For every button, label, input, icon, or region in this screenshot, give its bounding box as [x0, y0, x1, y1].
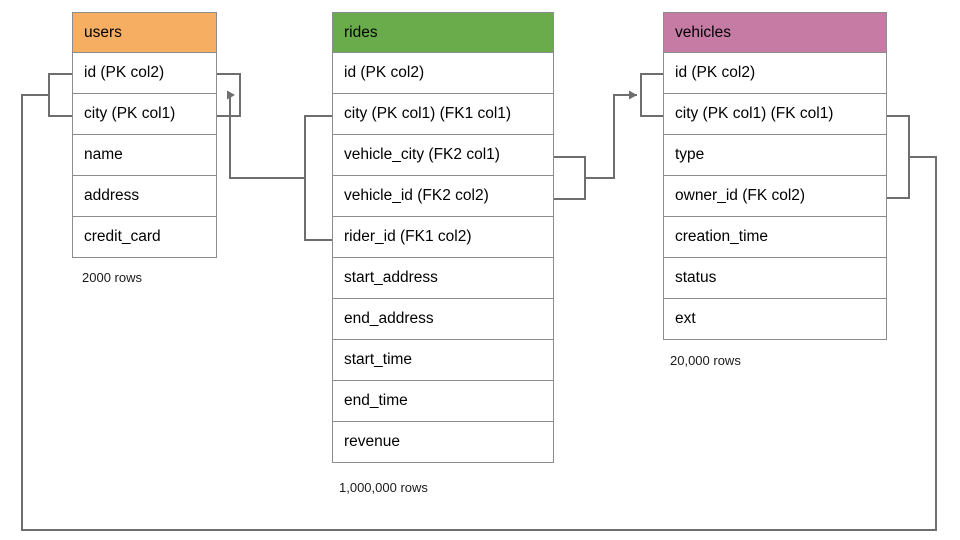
- entity-users-column-name[interactable]: name: [72, 135, 217, 176]
- entity-rides-column-end-address[interactable]: end_address: [332, 299, 554, 340]
- connector-rides-to-vehicles: [554, 73, 663, 200]
- entity-rides[interactable]: rides id (PK col2) city (PK col1) (FK1 c…: [332, 12, 554, 463]
- entity-rides-column-vehicle-id[interactable]: vehicle_id (FK2 col2): [332, 176, 554, 217]
- entity-rides-column-city[interactable]: city (PK col1) (FK1 col1): [332, 94, 554, 135]
- entity-vehicles-row-count: 20,000 rows: [670, 353, 741, 368]
- entity-users-header: users: [72, 12, 217, 53]
- entity-vehicles-column-type[interactable]: type: [663, 135, 887, 176]
- entity-vehicles-column-creation-time[interactable]: creation_time: [663, 217, 887, 258]
- entity-rides-column-rider-id[interactable]: rider_id (FK1 col2): [332, 217, 554, 258]
- entity-vehicles-column-owner-id[interactable]: owner_id (FK col2): [663, 176, 887, 217]
- entity-vehicles[interactable]: vehicles id (PK col2) city (PK col1) (FK…: [663, 12, 887, 340]
- entity-vehicles-header: vehicles: [663, 12, 887, 53]
- entity-vehicles-column-id[interactable]: id (PK col2): [663, 53, 887, 94]
- entity-vehicles-column-status[interactable]: status: [663, 258, 887, 299]
- entity-users-column-id[interactable]: id (PK col2): [72, 53, 217, 94]
- entity-users-column-city[interactable]: city (PK col1): [72, 94, 217, 135]
- entity-users-row-count: 2000 rows: [82, 270, 142, 285]
- entity-rides-column-start-time[interactable]: start_time: [332, 340, 554, 381]
- entity-rides-column-vehicle-city[interactable]: vehicle_city (FK2 col1): [332, 135, 554, 176]
- connector-users-left-stubs: [40, 73, 72, 117]
- entity-rides-column-end-time[interactable]: end_time: [332, 381, 554, 422]
- entity-vehicles-column-city[interactable]: city (PK col1) (FK col1): [663, 94, 887, 135]
- entity-users-column-address[interactable]: address: [72, 176, 217, 217]
- entity-rides-column-id[interactable]: id (PK col2): [332, 53, 554, 94]
- entity-users[interactable]: users id (PK col2) city (PK col1) name a…: [72, 12, 217, 258]
- entity-vehicles-column-ext[interactable]: ext: [663, 299, 887, 340]
- entity-users-column-credit-card[interactable]: credit_card: [72, 217, 217, 258]
- connector-rides-to-users: [217, 73, 332, 241]
- entity-rides-row-count: 1,000,000 rows: [339, 480, 428, 495]
- entity-rides-column-start-address[interactable]: start_address: [332, 258, 554, 299]
- entity-rides-header: rides: [332, 12, 554, 53]
- entity-rides-column-revenue[interactable]: revenue: [332, 422, 554, 463]
